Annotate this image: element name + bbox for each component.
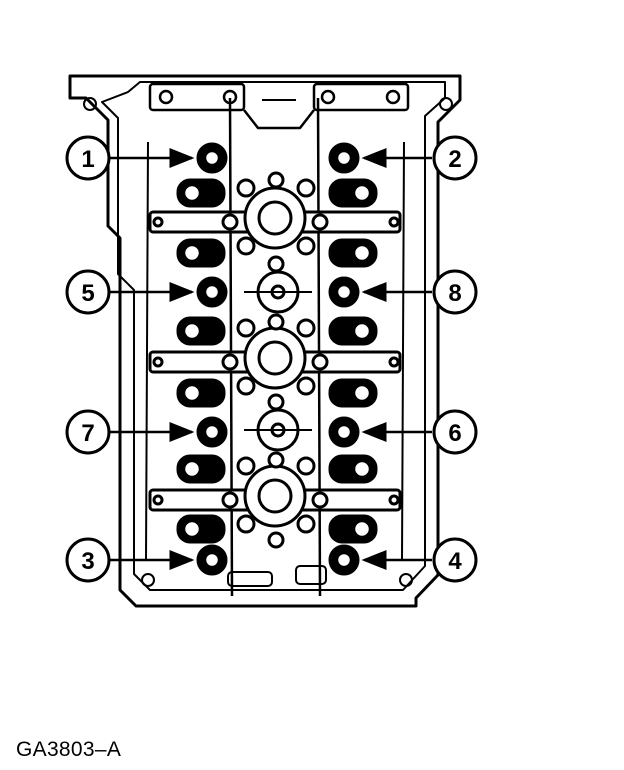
- head-bolt-4: [328, 544, 360, 576]
- callout-7: 7: [81, 420, 94, 447]
- head-bolt-3: [196, 544, 228, 576]
- callout-leaders: [110, 148, 432, 570]
- callout-numbers: 1 2 5 8 7 6 3 4: [81, 146, 462, 575]
- head-bolts: [196, 142, 360, 576]
- figure-id-label: GA3803–A: [16, 738, 122, 761]
- head-bolt-2: [328, 142, 360, 174]
- head-bolt-7: [196, 416, 228, 448]
- callout-8: 8: [448, 280, 461, 307]
- callout-6: 6: [448, 420, 461, 447]
- callout-5: 5: [81, 280, 94, 307]
- cylinder-head-outline: [68, 74, 462, 608]
- head-bolt-5: [196, 276, 228, 308]
- head-bolt-8: [328, 276, 360, 308]
- callout-4: 4: [448, 548, 462, 575]
- head-bolt-1: [196, 142, 228, 174]
- camshaft-bearing-caps: [148, 171, 402, 549]
- callout-2: 2: [448, 146, 461, 173]
- head-bolt-6: [328, 416, 360, 448]
- valve-lifters: [176, 178, 378, 544]
- callout-1: 1: [81, 146, 94, 173]
- callout-circles: [65, 135, 478, 583]
- callout-3: 3: [81, 548, 94, 575]
